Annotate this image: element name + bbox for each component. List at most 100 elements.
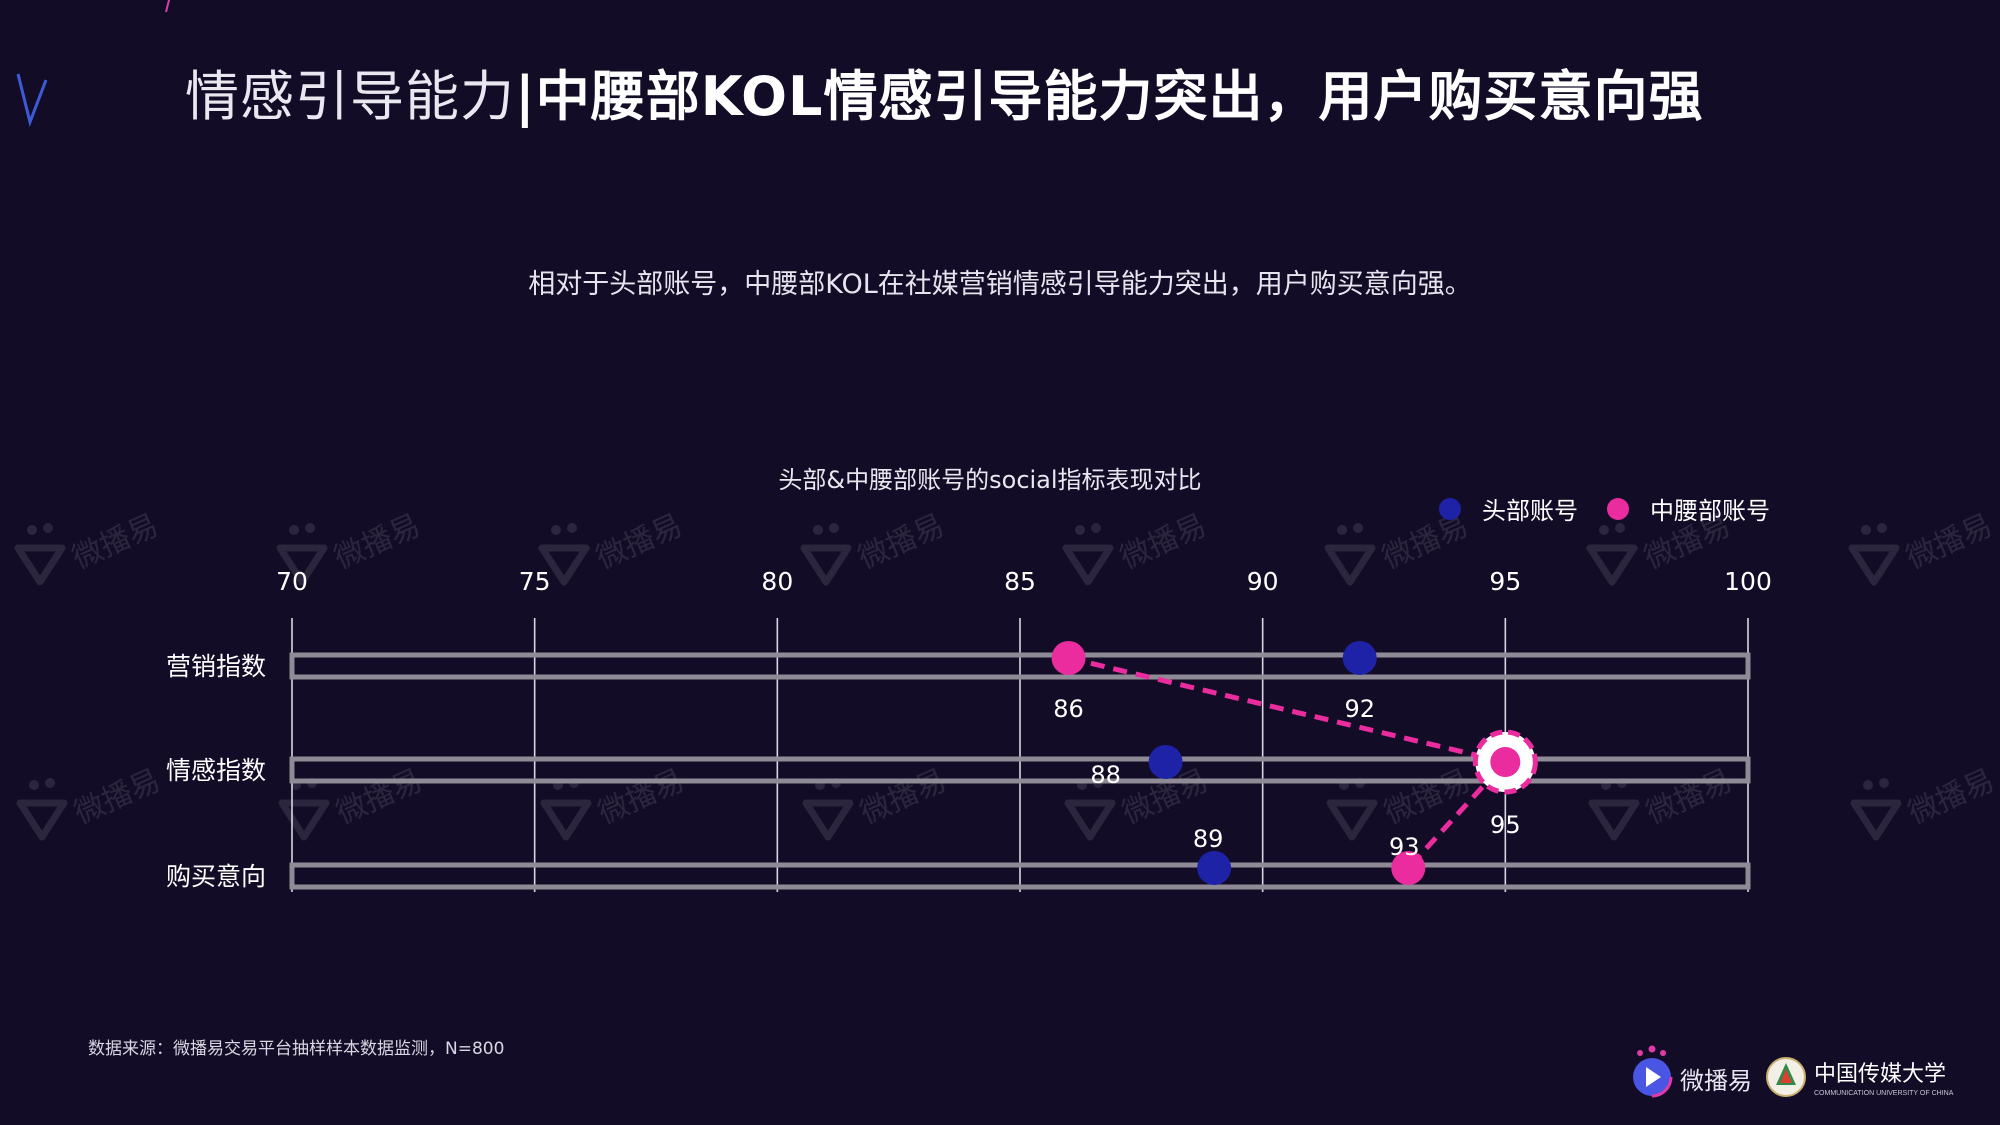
watermark-dot: [1879, 778, 1889, 788]
watermark-icon: [1850, 799, 1902, 841]
labels-layer: 头部&中腰部账号的social指标表现对比 70 75 80 85 90 95 100 营销指数…: [166, 466, 1772, 891]
watermark-text: 微播易: [1379, 763, 1475, 832]
watermark-icon: [540, 799, 592, 841]
watermark-text: 微播易: [1903, 763, 1999, 832]
data-label: 93: [1389, 833, 1420, 861]
legend-label: 中腰部账号: [1650, 497, 1770, 525]
x-tick-label: 85: [1004, 567, 1036, 596]
category-label: 营销指数: [166, 652, 266, 681]
watermark-dot: [27, 525, 37, 535]
decorative-slash-mark: [165, 0, 171, 13]
series-connector: [1067, 655, 1511, 870]
cuc-logo-name: 中国传媒大学: [1814, 1062, 1946, 1087]
weiboyi-logo: 微播易: [1631, 1045, 1752, 1098]
title-topic: 情感引导能力: [185, 65, 515, 128]
watermark-icon: [1324, 544, 1376, 586]
watermark-dot: [43, 523, 53, 533]
data-point: [1148, 745, 1183, 779]
track-layer: [289, 652, 1751, 890]
watermark-dot: [1863, 780, 1873, 790]
watermark-text: 微播易: [1377, 508, 1473, 577]
watermark-icon: [278, 799, 330, 841]
data-label: 88: [1090, 761, 1121, 789]
data-point: [1342, 641, 1377, 675]
watermark-dot: [1075, 525, 1085, 535]
points-layer: [1051, 641, 1538, 885]
title-headline: 中腰部KOL情感引导能力突出，用户购买意向强: [535, 65, 1704, 128]
watermark-icon: [16, 799, 68, 841]
watermark-text: 微播易: [331, 763, 427, 832]
x-tick-label: 100: [1724, 567, 1772, 596]
watermark-tile: 微播易: [1062, 508, 1212, 586]
x-tick-label: 95: [1489, 567, 1521, 596]
watermark-text: 微播易: [593, 763, 689, 832]
watermark-dot: [551, 525, 561, 535]
row-track: [289, 652, 1751, 680]
x-tick-label: 90: [1247, 567, 1279, 596]
watermark-dot: [289, 525, 299, 535]
watermark-text: 微播易: [853, 508, 949, 577]
watermark-icon: [1848, 544, 1900, 586]
row-track: [289, 862, 1751, 890]
page-title: 情感引导能力|中腰部KOL情感引导能力突出，用户购买意向强: [185, 62, 1703, 132]
watermark-dot: [305, 523, 315, 533]
watermark-dot: [1615, 523, 1625, 533]
watermark-tile: 微播易: [540, 763, 690, 841]
data-label: 92: [1344, 695, 1375, 723]
watermark-icon: [802, 799, 854, 841]
watermark-text: 微播易: [1901, 508, 1997, 577]
watermark-icon: [1588, 799, 1640, 841]
watermark-dot: [1091, 523, 1101, 533]
watermark-icon: [1586, 544, 1638, 586]
watermark-dot: [1337, 525, 1347, 535]
watermark-icon: [538, 544, 590, 586]
x-tick-label: 75: [519, 567, 551, 596]
data-point: [1197, 851, 1232, 885]
watermark-tile: 微播易: [800, 508, 950, 586]
watermark-tile: 微播易: [16, 763, 166, 841]
watermark-dot: [1877, 523, 1887, 533]
watermark-icon: [800, 544, 852, 586]
watermark-dot: [567, 523, 577, 533]
watermark-icon: [14, 544, 66, 586]
watermark-dot: [45, 778, 55, 788]
watermark-tile: 微播易: [802, 763, 952, 841]
title-separator: |: [515, 65, 536, 128]
watermark-text: 微播易: [855, 763, 951, 832]
chart-title: 头部&中腰部账号的social指标表现对比: [778, 466, 1201, 494]
category-label: 购买意向: [166, 862, 266, 891]
watermark-dot: [813, 525, 823, 535]
watermark-tile: 微播易: [1326, 763, 1476, 841]
watermark-dot: [829, 523, 839, 533]
watermark-icon: [276, 544, 328, 586]
watermark-icon: [1062, 544, 1114, 586]
legend-marker: [1439, 498, 1461, 520]
watermark-dot: [29, 780, 39, 790]
data-label: 89: [1193, 825, 1224, 853]
legend-label: 头部账号: [1482, 497, 1578, 525]
watermark-text: 微播易: [329, 508, 425, 577]
watermark-tile: 微播易: [14, 508, 164, 586]
watermark-tile: 微播易: [278, 763, 428, 841]
watermark-tile: 微播易: [1588, 763, 1738, 841]
decorative-v-mark: [16, 73, 48, 127]
data-label: 95: [1490, 811, 1521, 839]
x-tick-label: 70: [276, 567, 308, 596]
weiboyi-logo-text: 微播易: [1680, 1068, 1752, 1095]
row-track: [289, 756, 1751, 784]
connector-layer: [1067, 655, 1511, 870]
cuc-logo: 中国传媒大学 COMMUNICATION UNIVERSITY OF CHINA: [1766, 1057, 1954, 1097]
watermark-layer: 微播易微播易微播易微播易微播易微播易微播易微播易微播易微播易微播易微播易微播易微…: [14, 508, 2000, 841]
data-label: 86: [1053, 695, 1084, 723]
watermark-text: 微播易: [591, 508, 687, 577]
x-tick-label: 80: [761, 567, 793, 596]
watermark-icon: [1064, 799, 1116, 841]
watermark-tile: 微播易: [1848, 508, 1998, 586]
watermark-icon: [1326, 799, 1378, 841]
watermark-dot: [1599, 525, 1609, 535]
watermark-text: 微播易: [67, 508, 163, 577]
data-source-note: 数据来源：微播易交易平台抽样样本数据监测，N=800: [88, 1039, 505, 1059]
watermark-text: 微播易: [1641, 763, 1737, 832]
page-subtitle: 相对于头部账号，中腰部KOL在社媒营销情感引导能力突出，用户购买意向强。: [528, 269, 1472, 300]
